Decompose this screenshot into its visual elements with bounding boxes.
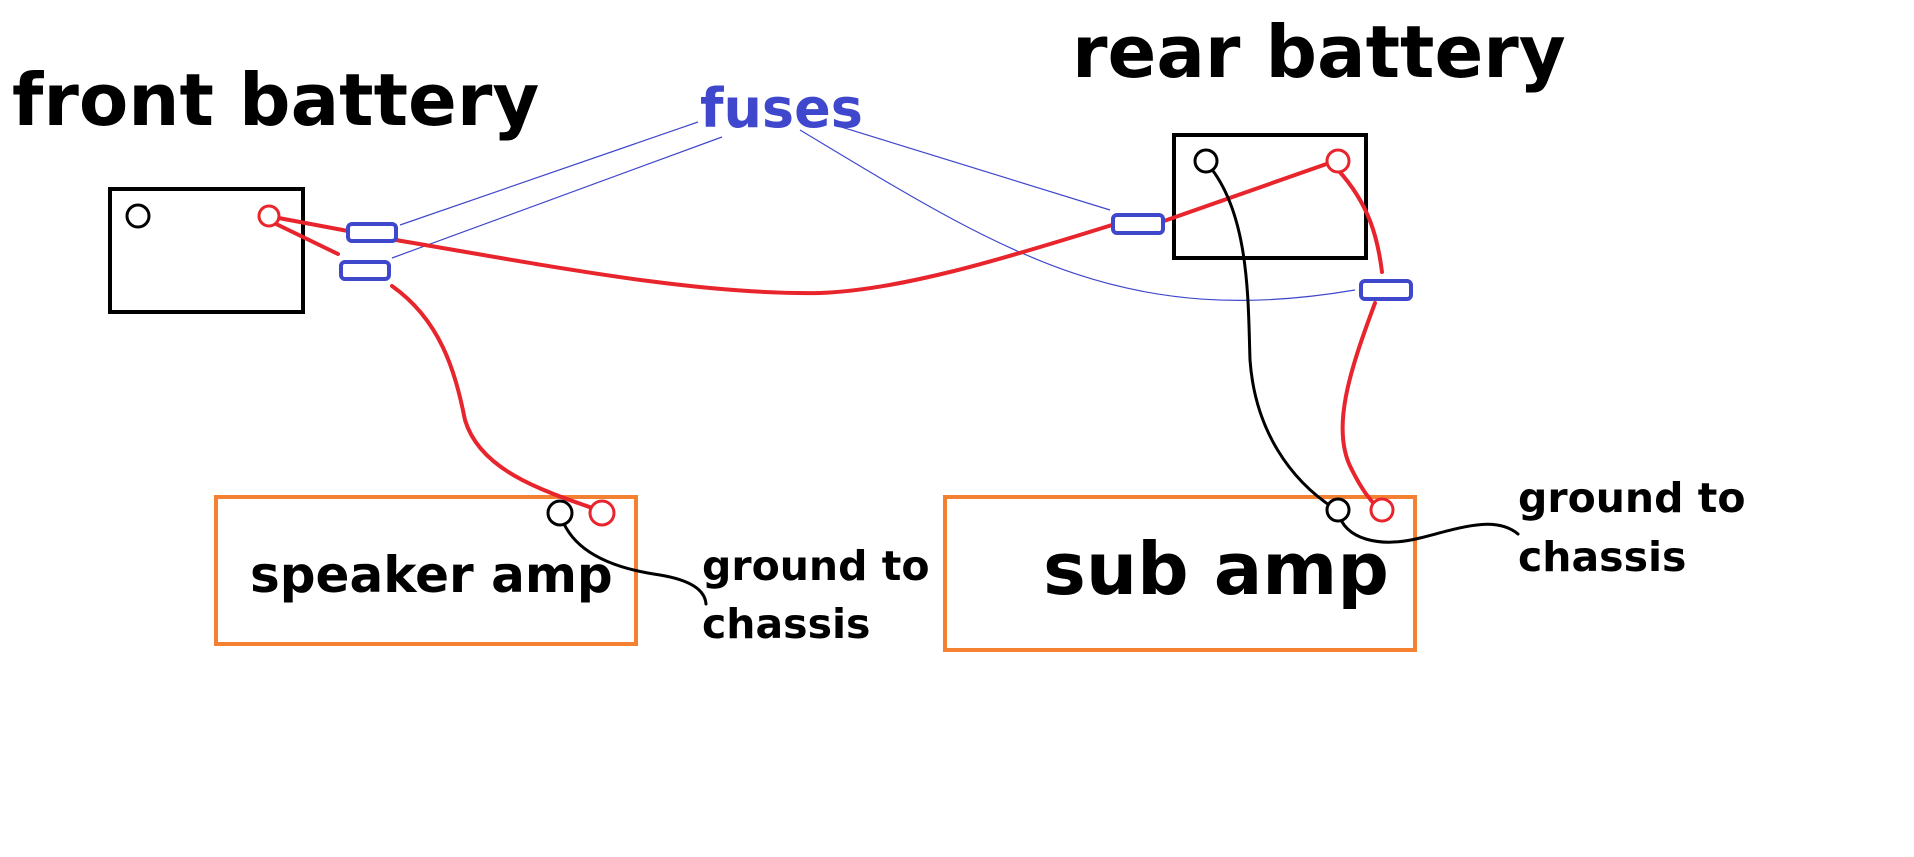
sub-amp-label: sub amp bbox=[1043, 527, 1389, 611]
rear-battery-negative-terminal bbox=[1193, 148, 1219, 174]
wire-front-to-fuse-1 bbox=[266, 214, 350, 233]
sub-ground-note-line2: chassis bbox=[1518, 533, 1686, 581]
rear-battery-box bbox=[1172, 133, 1368, 260]
fuse-rear-sub bbox=[1359, 279, 1413, 301]
front-battery-label: front battery bbox=[12, 58, 539, 142]
rear-battery-label: rear battery bbox=[1072, 10, 1566, 94]
fuse-rear-main bbox=[1111, 213, 1165, 235]
front-battery-negative-terminal bbox=[125, 203, 151, 229]
fuses bbox=[339, 213, 1413, 301]
wire-sub-ground-to-chassis bbox=[1336, 510, 1520, 544]
wire-fuse-to-sub-amp bbox=[1340, 301, 1380, 510]
sub-amp-positive-terminal bbox=[1369, 497, 1395, 523]
speaker-amp-positive-terminal bbox=[588, 499, 616, 527]
fuse-leader-1 bbox=[399, 121, 699, 226]
positive-wires bbox=[266, 159, 1384, 512]
ground-wires bbox=[558, 159, 1520, 606]
fuse-front-lower bbox=[339, 260, 391, 281]
terminals bbox=[125, 148, 1395, 527]
speaker-amp-ground-terminal bbox=[546, 499, 574, 527]
fuse-leader-4 bbox=[799, 129, 1356, 301]
fuse-leader-2 bbox=[391, 136, 723, 259]
speaker-ground-note-line1: ground to bbox=[702, 542, 930, 590]
fuse-front-upper bbox=[346, 222, 398, 243]
wire-fuse-to-speaker-amp bbox=[390, 284, 600, 512]
fuses-label: fuses bbox=[700, 77, 863, 140]
fuse-leader-lines bbox=[391, 121, 1356, 301]
front-battery-box bbox=[108, 187, 305, 314]
sub-amp-box bbox=[943, 495, 1417, 652]
front-battery-positive-terminal bbox=[257, 204, 281, 228]
sub-ground-note-line1: ground to bbox=[1518, 474, 1746, 522]
wire-front-to-fuse-2 bbox=[270, 220, 340, 256]
sub-amp-ground-terminal bbox=[1325, 497, 1351, 523]
wire-speaker-ground-to-chassis bbox=[558, 511, 708, 606]
wire-rear-positive-to-fuse bbox=[1336, 168, 1384, 274]
wire-rear-negative-to-sub-amp bbox=[1203, 159, 1337, 511]
speaker-ground-note-line2: chassis bbox=[702, 600, 870, 648]
wire-rear-fuse-to-rear-positive bbox=[1162, 159, 1337, 223]
speaker-amp-label: speaker amp bbox=[250, 546, 613, 604]
fuse-leader-3 bbox=[837, 125, 1111, 211]
wire-front-to-rear-main bbox=[394, 223, 1114, 296]
rear-battery-positive-terminal bbox=[1325, 148, 1351, 174]
